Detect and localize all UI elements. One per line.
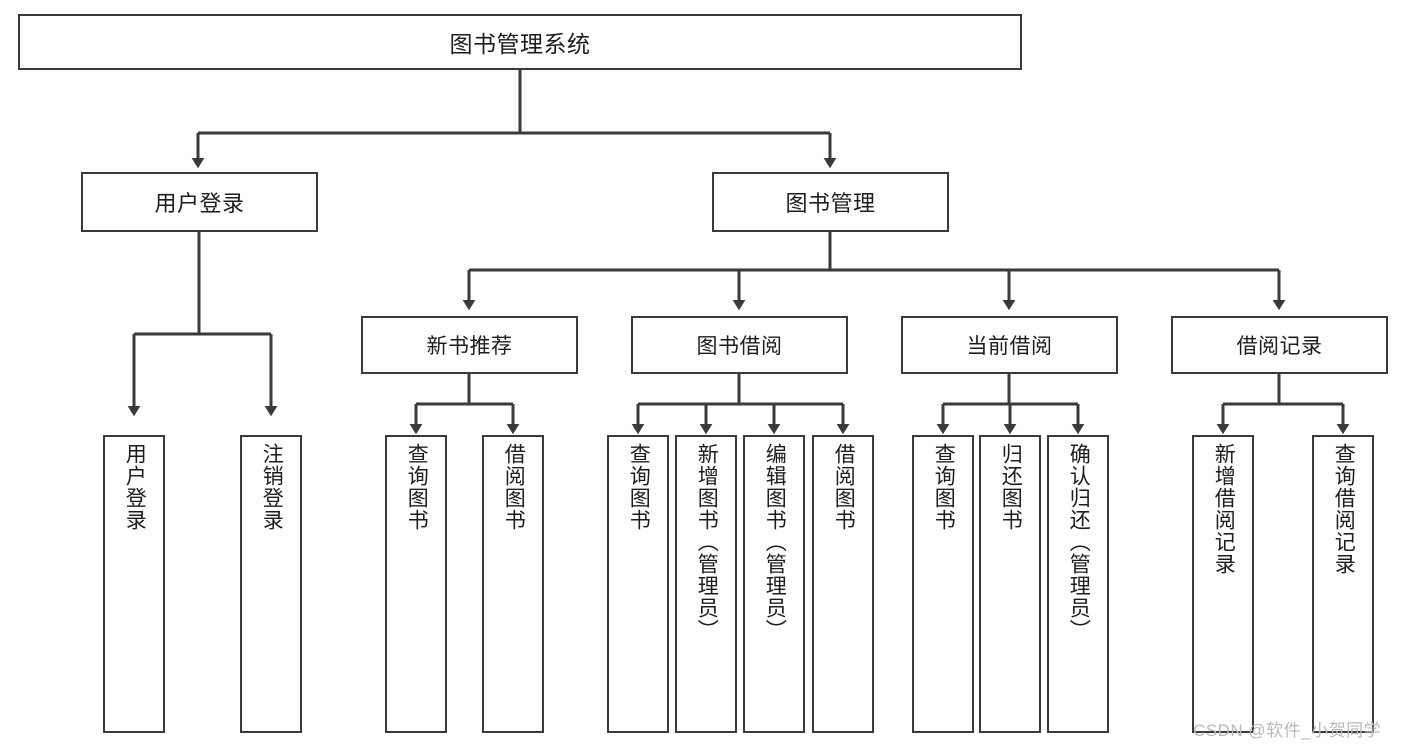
leaf-confirm-return[interactable]: 确认归还（管理员） [1047, 435, 1109, 733]
node-label: 当前借阅 [966, 335, 1053, 358]
leaf-query-borrow-record[interactable]: 查询借阅记录 [1312, 435, 1374, 733]
node-label: 图书管理 [785, 191, 876, 216]
csdn-watermark: CSDN @软件_小贺同学 [1193, 721, 1382, 740]
node-root-system[interactable]: 图书管理系统 [18, 14, 1022, 70]
node-label: 编辑图书（管理员） [763, 443, 787, 641]
leaf-edit-book[interactable]: 编辑图书（管理员） [743, 435, 805, 733]
node-current-borrow[interactable]: 当前借阅 [901, 316, 1118, 374]
node-label: 借阅图书 [832, 443, 856, 531]
node-label: 查询图书 [627, 443, 651, 531]
node-label: 确认归还（管理员） [1067, 443, 1091, 641]
node-label: 借阅图书 [502, 443, 526, 531]
leaf-query-book-current[interactable]: 查询图书 [912, 435, 974, 733]
node-label: 新增借阅记录 [1212, 443, 1236, 575]
node-user-login[interactable]: 用户登录 [81, 172, 318, 232]
node-label: 查询图书 [932, 443, 956, 531]
node-label: 新增图书（管理员） [695, 443, 719, 641]
node-label: 归还图书 [999, 443, 1023, 531]
node-label: 图书管理系统 [449, 31, 591, 57]
leaf-user-login[interactable]: 用户登录 [103, 435, 165, 733]
node-label: 新书推荐 [426, 335, 513, 358]
node-label: 图书借阅 [696, 335, 783, 358]
node-label: 借阅记录 [1236, 335, 1323, 358]
leaf-borrow-book[interactable]: 借阅图书 [812, 435, 874, 733]
node-label: 注销登录 [260, 443, 284, 531]
leaf-query-book-borrow[interactable]: 查询图书 [607, 435, 669, 733]
node-new-book-recommend[interactable]: 新书推荐 [361, 316, 578, 374]
node-label: 查询图书 [405, 443, 429, 531]
leaf-add-borrow-record[interactable]: 新增借阅记录 [1192, 435, 1254, 733]
leaf-query-book-recommend[interactable]: 查询图书 [385, 435, 447, 733]
node-label: 用户登录 [154, 191, 245, 216]
leaf-return-book[interactable]: 归还图书 [979, 435, 1041, 733]
leaf-add-book[interactable]: 新增图书（管理员） [675, 435, 737, 733]
leaf-user-logout[interactable]: 注销登录 [240, 435, 302, 733]
leaf-borrow-book-recommend[interactable]: 借阅图书 [482, 435, 544, 733]
node-label: 用户登录 [123, 443, 147, 531]
node-book-borrow[interactable]: 图书借阅 [631, 316, 848, 374]
node-book-management[interactable]: 图书管理 [712, 172, 949, 232]
node-borrow-record[interactable]: 借阅记录 [1171, 316, 1388, 374]
node-label: 查询借阅记录 [1332, 443, 1356, 575]
